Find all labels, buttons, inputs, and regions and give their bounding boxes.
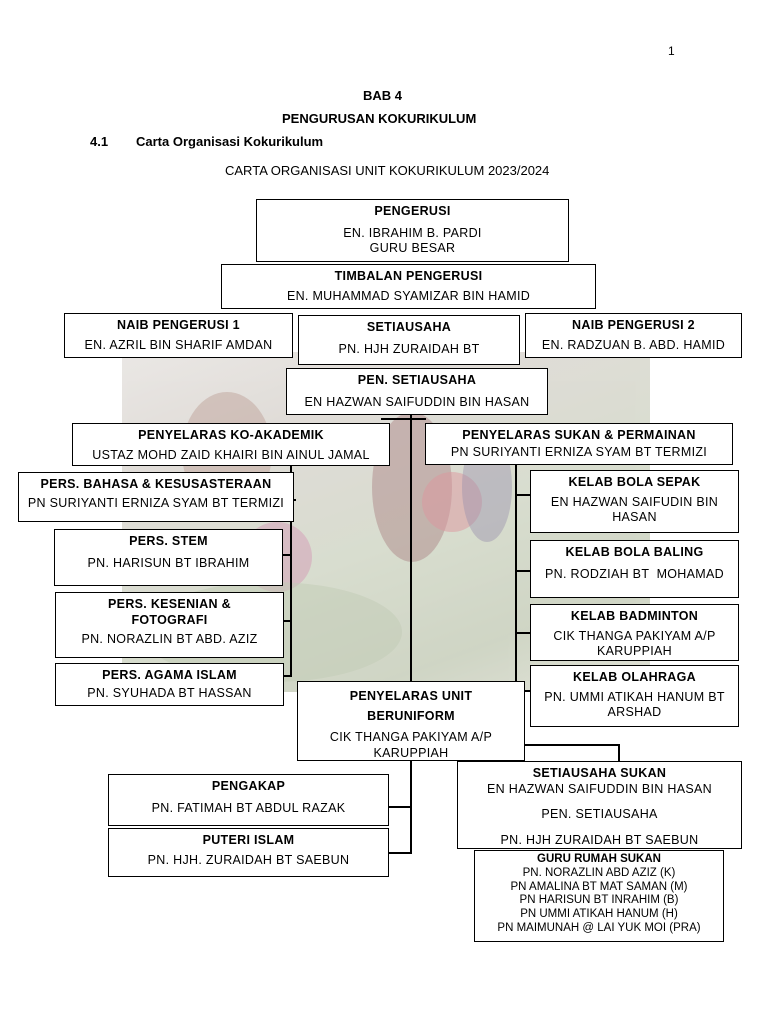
sukan-secretary-connector <box>525 744 620 746</box>
rumah-sukan-member: PN MAIMUNAH @ LAI YUK MOI (PRA) <box>497 921 701 934</box>
rumah-sukan-title: GURU RUMAH SUKAN <box>537 853 661 865</box>
rumah-sukan-member: PN UMMI ATIKAH HANUM (H) <box>520 908 678 921</box>
ko-akademik-title: PENYELARAS KO-AKADEMIK <box>138 428 324 442</box>
pengakap-title: PENGAKAP <box>211 779 286 793</box>
naib1-title: NAIB PENGERUSI 1 <box>117 318 240 332</box>
section-title: Carta Organisasi Kokurikulum <box>136 134 324 149</box>
puteri-name: PN. HJH. ZURAIDAH BT SAEBUN <box>147 852 350 867</box>
beruniform-title: PENYELARAS UNIT BERUNIFORM <box>349 689 473 723</box>
sukan-title: PENYELARAS SUKAN & PERMAINAN <box>462 428 696 442</box>
left-branch-vertical <box>290 465 292 675</box>
stem-title: PERS. STEM <box>129 534 208 548</box>
left-branch-h2 <box>282 554 292 556</box>
section-number: 4.1 <box>90 134 109 149</box>
bahasa-title: PERS. BAHASA & KESUSASTERAAN <box>40 477 272 491</box>
naib2-name: EN. RADZUAN B. ABD. HAMID <box>541 337 726 352</box>
chapter-label: BAB 4 <box>363 88 403 103</box>
setiausaha-title: SETIAUSAHA <box>366 320 452 334</box>
timbalan-name: EN. MUHAMMAD SYAMIZAR BIN HAMID <box>286 288 531 303</box>
sukan-name: PN SURIYANTI ERNIZA SYAM BT TERMIZI <box>450 444 708 459</box>
sukan-box: PENYELARAS SUKAN & PERMAINAN PN SURIYANT… <box>425 423 733 465</box>
pengakap-box: PENGAKAP PN. FATIMAH BT ABDUL RAZAK <box>108 774 389 826</box>
bola-baling-box: KELAB BOLA BALING PN. RODZIAH BT MOHAMAD <box>530 540 739 598</box>
pengerusi-title: PENGERUSI <box>374 204 451 218</box>
rumah-sukan-box: GURU RUMAH SUKAN PN. NORAZLIN ABD AZIZ (… <box>474 850 724 942</box>
bahasa-box: PERS. BAHASA & KESUSASTERAAN PN SURIYANT… <box>18 472 294 522</box>
ko-akademik-box: PENYELARAS KO-AKADEMIK USTAZ MOHD ZAID K… <box>72 423 390 466</box>
right-branch-h3 <box>515 632 530 634</box>
right-branch-h1 <box>515 494 530 496</box>
badminton-name: CIK THANGA PAKIYAM A/P KARUPPIAH <box>553 628 716 659</box>
kesenian-name: PN. NORAZLIN BT ABD. AZIZ <box>81 632 258 647</box>
setiausaha-box: SETIAUSAHA PN. HJH ZURAIDAH BT <box>298 315 520 365</box>
setiausaha-sukan-assistant-name: PN. HJH ZURAIDAH BT SAEBUN <box>500 832 699 847</box>
chapter-title: PENGURUSAN KOKURIKULUM <box>282 111 477 126</box>
ko-akademik-connector <box>381 418 411 420</box>
bola-sepak-title: KELAB BOLA SEPAK <box>568 475 701 489</box>
kesenian-box: PERS. KESENIAN & FOTOGRAFI PN. NORAZLIN … <box>55 592 284 658</box>
kesenian-title: PERS. KESENIAN & FOTOGRAFI <box>108 597 231 627</box>
naib2-box: NAIB PENGERUSI 2 EN. RADZUAN B. ABD. HAM… <box>525 313 742 358</box>
trunk-left <box>410 414 412 684</box>
beruniform-name: CIK THANGA PAKIYAM A/P KARUPPIAH <box>329 730 493 760</box>
chart-title: CARTA ORGANISASI UNIT KOKURIKULUM 2023/2… <box>225 163 550 178</box>
setiausaha-sukan-assistant-title: PEN. SETIAUSAHA <box>541 807 658 822</box>
badminton-title: KELAB BADMINTON <box>570 609 699 623</box>
agama-title: PERS. AGAMA ISLAM <box>102 668 237 682</box>
pengerusi-role: GURU BESAR <box>369 241 456 256</box>
badminton-box: KELAB BADMINTON CIK THANGA PAKIYAM A/P K… <box>530 604 739 661</box>
pen-setiausaha-title: PEN. SETIAUSAHA <box>357 373 477 387</box>
left-branch-h4 <box>282 675 292 677</box>
pengerusi-box: PENGERUSI EN. IBRAHIM B. PARDI GURU BESA… <box>256 199 569 262</box>
pen-setiausaha-name: EN HAZWAN SAIFUDDIN BIN HASAN <box>304 394 530 409</box>
pengakap-name: PN. FATIMAH BT ABDUL RAZAK <box>151 800 346 815</box>
naib2-title: NAIB PENGERUSI 2 <box>572 318 695 332</box>
olahraga-box: KELAB OLAHRAGA PN. UMMI ATIKAH HANUM BT … <box>530 665 739 727</box>
bola-sepak-box: KELAB BOLA SEPAK EN HAZWAN SAIFUDIN BIN … <box>530 470 739 533</box>
ko-akademik-name: USTAZ MOHD ZAID KHAIRI BIN AINUL JAMAL <box>92 447 370 462</box>
right-branch-vertical <box>515 462 517 692</box>
beruniform-box: PENYELARAS UNIT BERUNIFORM CIK THANGA PA… <box>297 681 525 761</box>
rumah-sukan-member: PN. NORAZLIN ABD AZIZ (K) <box>522 866 676 879</box>
sukan-connector <box>410 418 426 420</box>
pengerusi-name: EN. IBRAHIM B. PARDI <box>343 225 482 240</box>
bola-baling-name: PN. RODZIAH BT MOHAMAD <box>545 566 724 581</box>
puteri-box: PUTERI ISLAM PN. HJH. ZURAIDAH BT SAEBUN <box>108 828 389 877</box>
bola-sepak-name: EN HAZWAN SAIFUDIN BIN HASAN <box>550 494 719 525</box>
agama-box: PERS. AGAMA ISLAM PN. SYUHADA BT HASSAN <box>55 663 284 706</box>
page-number: 1 <box>668 44 675 58</box>
rumah-sukan-member: PN HARISUN BT INRAHIM (B) <box>519 894 679 907</box>
right-branch-h2 <box>515 570 530 572</box>
left-branch-h3 <box>282 620 292 622</box>
timbalan-box: TIMBALAN PENGERUSI EN. MUHAMMAD SYAMIZAR… <box>221 264 596 309</box>
pengakap-connector <box>388 806 412 808</box>
sukan-secretary-drop <box>618 744 620 762</box>
bahasa-name: PN SURIYANTI ERNIZA SYAM BT TERMIZI <box>27 495 285 510</box>
timbalan-title: TIMBALAN PENGERUSI <box>334 269 483 283</box>
setiausaha-sukan-name: EN HAZWAN SAIFUDDIN BIN HASAN <box>487 781 712 796</box>
bola-baling-title: KELAB BOLA BALING <box>565 545 704 559</box>
olahraga-name: PN. UMMI ATIKAH HANUM BT ARSHAD <box>544 689 725 720</box>
setiausaha-name: PN. HJH ZURAIDAH BT <box>338 341 480 356</box>
olahraga-title: KELAB OLAHRAGA <box>573 670 696 684</box>
naib1-name: EN. AZRIL BIN SHARIF AMDAN <box>84 337 273 352</box>
setiausaha-sukan-title: SETIAUSAHA SUKAN <box>532 766 667 780</box>
puteri-title: PUTERI ISLAM <box>202 833 295 847</box>
stem-box: PERS. STEM PN. HARISUN BT IBRAHIM <box>54 529 283 586</box>
stem-name: PN. HARISUN BT IBRAHIM <box>87 555 250 570</box>
naib1-box: NAIB PENGERUSI 1 EN. AZRIL BIN SHARIF AM… <box>64 313 293 358</box>
rumah-sukan-member: PN AMALINA BT MAT SAMAN (M) <box>510 880 688 893</box>
agama-name: PN. SYUHADA BT HASSAN <box>87 685 252 700</box>
setiausaha-sukan-box: SETIAUSAHA SUKAN EN HAZWAN SAIFUDDIN BIN… <box>457 761 742 849</box>
puteri-connector <box>388 852 412 854</box>
pen-setiausaha-box: PEN. SETIAUSAHA EN HAZWAN SAIFUDDIN BIN … <box>286 368 548 415</box>
